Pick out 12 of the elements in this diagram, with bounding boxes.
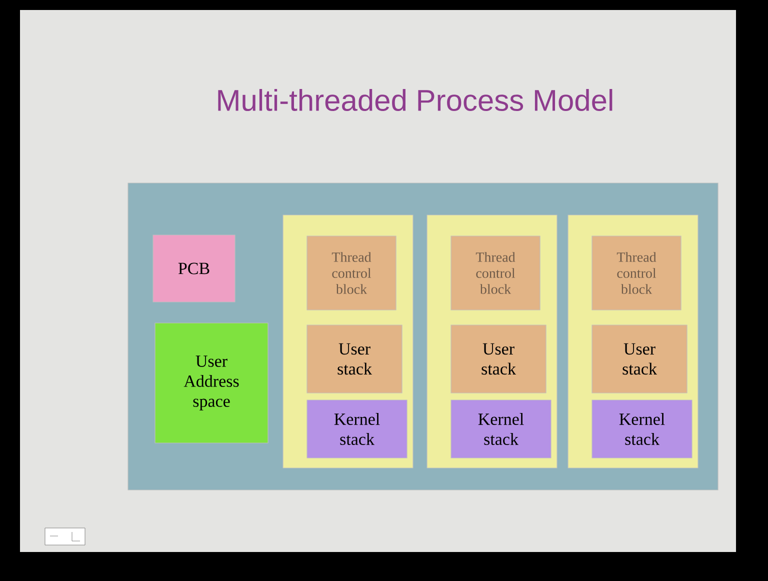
user-stack-box: User stack — [592, 324, 688, 394]
kernel-stack-box: Kernel stack — [306, 400, 408, 458]
title: Multi-threaded Process Model — [218, 88, 612, 112]
user-stack-box: User stack — [306, 324, 402, 394]
thread-control-box: Thread control block — [306, 236, 396, 310]
thread-control-box: Thread control block — [450, 236, 540, 310]
thread-control-box: Thread control block — [592, 236, 682, 310]
kernel-stack-box: Kernel stack — [450, 400, 552, 458]
pcb-box: PCB — [152, 234, 236, 302]
kernel-stack-box: Kernel stack — [592, 400, 692, 458]
user-stack-box: User stack — [450, 324, 546, 394]
address-space-box: User Address space — [154, 322, 268, 444]
